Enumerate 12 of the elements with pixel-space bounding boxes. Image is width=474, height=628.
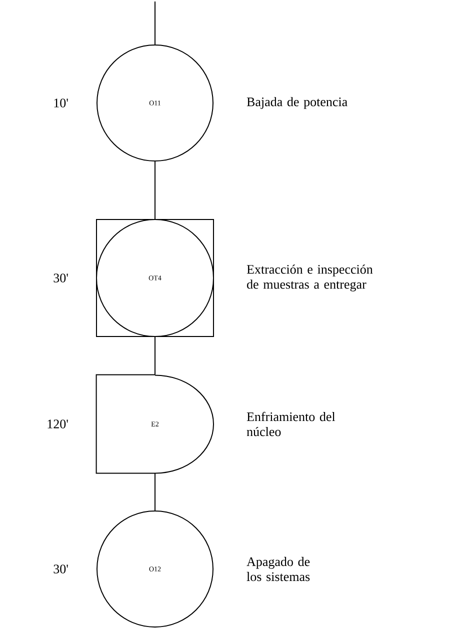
step-description: Apagado de los sistemas <box>246 556 310 582</box>
step-description: Enfriamiento del núcleo <box>246 412 336 436</box>
connector-line <box>154 472 156 511</box>
connector-line <box>154 1 156 45</box>
time-label: 30' <box>54 274 68 282</box>
step-description: Extracción e inspección de muestras a entregar <box>246 264 373 292</box>
connector-line <box>154 161 156 220</box>
connector-line <box>154 336 156 376</box>
time-label: 10' <box>54 98 68 108</box>
time-label: 30' <box>54 564 68 574</box>
time-label: 120' <box>48 420 68 428</box>
step-description: Bajada de potencia <box>246 97 348 109</box>
